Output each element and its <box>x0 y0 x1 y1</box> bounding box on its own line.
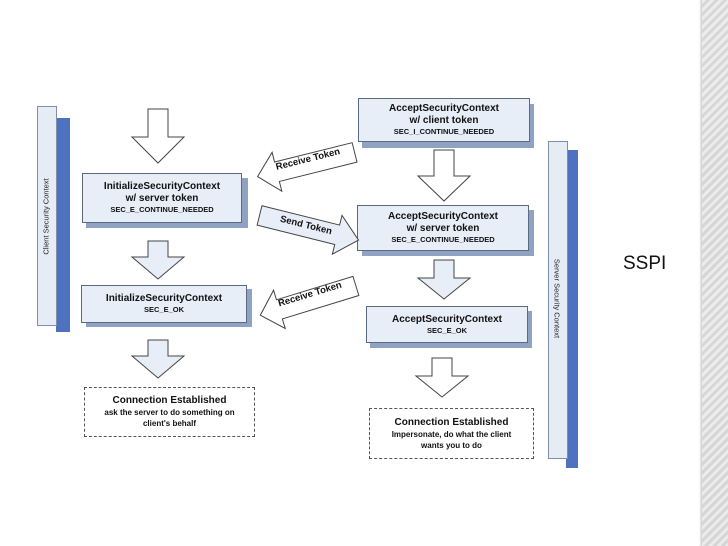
server-context-label: Server Security Context <box>552 258 562 339</box>
client-context-label: Client Security Context <box>41 178 51 255</box>
box-status: SEC_E_CONTINUE_NEEDED <box>391 235 495 244</box>
box-status: SEC_I_CONTINUE_NEEDED <box>393 127 495 136</box>
client-initialize-context-box-2: InitializeSecurityContext SEC_E_OK <box>81 285 247 323</box>
send-token-arrow-icon <box>256 205 360 256</box>
page-edge-shade <box>699 0 702 546</box>
result-line: client's behalf <box>142 419 197 428</box>
client-initialize-context-box-1: InitializeSecurityContext w/ server toke… <box>82 173 242 223</box>
box-subtitle: w/ server token <box>125 193 199 204</box>
down-arrow-icon <box>416 259 472 300</box>
box-title: AcceptSecurityContext <box>387 211 499 222</box>
down-arrow-icon <box>416 149 472 202</box>
receive-token-arrow-icon <box>259 275 360 330</box>
result-line: Impersonate, do what the client <box>391 429 512 439</box>
down-arrow-icon <box>414 357 470 398</box>
box-title: InitializeSecurityContext <box>105 293 223 304</box>
down-arrow-icon <box>130 240 186 280</box>
box-status: SEC_E_CONTINUE_NEEDED <box>110 205 214 214</box>
client-context-bar <box>37 106 57 326</box>
server-connection-established-box: Connection Established Impersonate, do w… <box>369 408 534 459</box>
server-accept-context-box-1: AcceptSecurityContext w/ client token SE… <box>358 98 530 142</box>
server-context-bar-shadow <box>566 150 578 468</box>
server-accept-context-box-2: AcceptSecurityContext w/ server token SE… <box>357 205 529 251</box>
box-title: AcceptSecurityContext <box>388 103 500 114</box>
box-status: SEC_E_OK <box>143 305 185 314</box>
page-edge-texture <box>702 0 728 546</box>
box-title: AcceptSecurityContext <box>391 313 503 325</box>
result-title: Connection Established <box>394 416 509 428</box>
box-subtitle: w/ client token <box>409 115 479 126</box>
slide-title: SSPI <box>623 253 667 274</box>
down-arrow-icon <box>130 108 186 164</box>
box-subtitle: w/ server token <box>406 223 480 234</box>
receive-token-arrow-icon <box>256 142 358 193</box>
client-connection-established-box: Connection Established ask the server to… <box>84 387 255 437</box>
client-context-bar-shadow <box>56 118 70 332</box>
server-accept-context-box-3: AcceptSecurityContext SEC_E_OK <box>366 306 528 343</box>
result-line: wants you to do <box>421 440 482 450</box>
result-line: ask the server to do something on <box>104 408 235 417</box>
server-context-bar <box>548 141 568 459</box>
down-arrow-icon <box>130 339 186 379</box>
result-title: Connection Established <box>112 395 227 406</box>
box-status: SEC_E_OK <box>426 325 468 335</box>
box-title: InitializeSecurityContext <box>103 181 221 192</box>
